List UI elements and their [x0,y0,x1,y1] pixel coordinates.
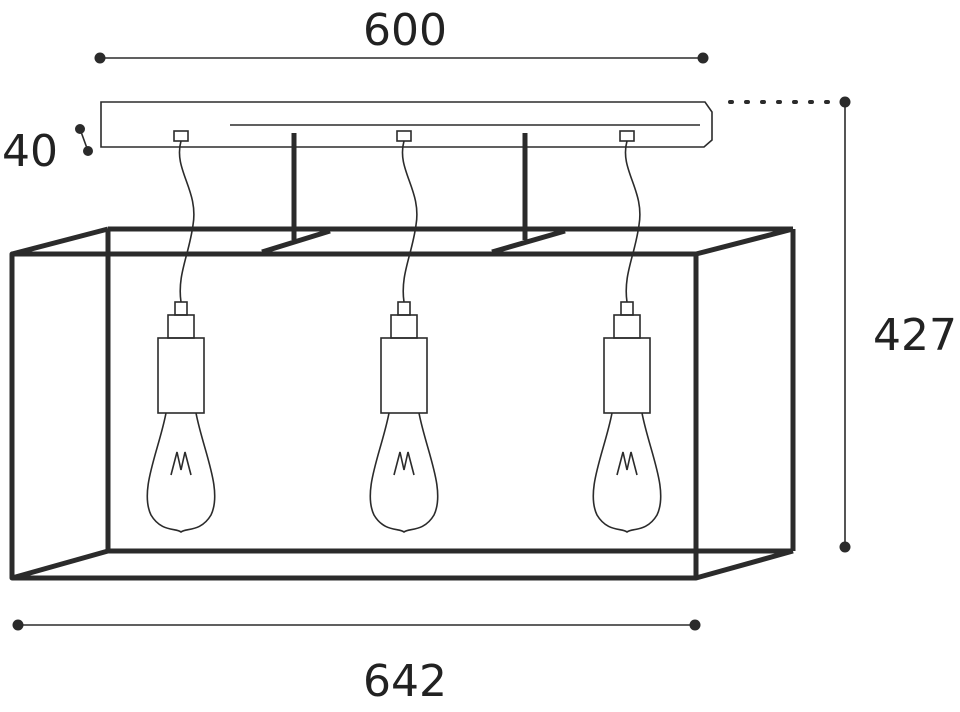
bulb-assembly [592,130,662,534]
ceiling-canopy [100,101,713,148]
dimension-canopy-height: 40 [2,124,93,177]
suspension-rods [261,133,566,255]
dimension-label-427: 427 [873,310,957,361]
dimension-total-height: 427 [728,96,957,553]
dimension-canopy-width: 600 [94,5,709,64]
lamp-frame [9,226,796,581]
bulb-assembly [369,130,439,534]
dimension-label-40: 40 [2,126,58,177]
bulbs [146,130,662,534]
dimension-label-600: 600 [363,5,447,56]
dimension-frame-width: 642 [12,619,701,707]
bulb-assembly [146,130,216,534]
dimension-label-642: 642 [363,656,447,707]
